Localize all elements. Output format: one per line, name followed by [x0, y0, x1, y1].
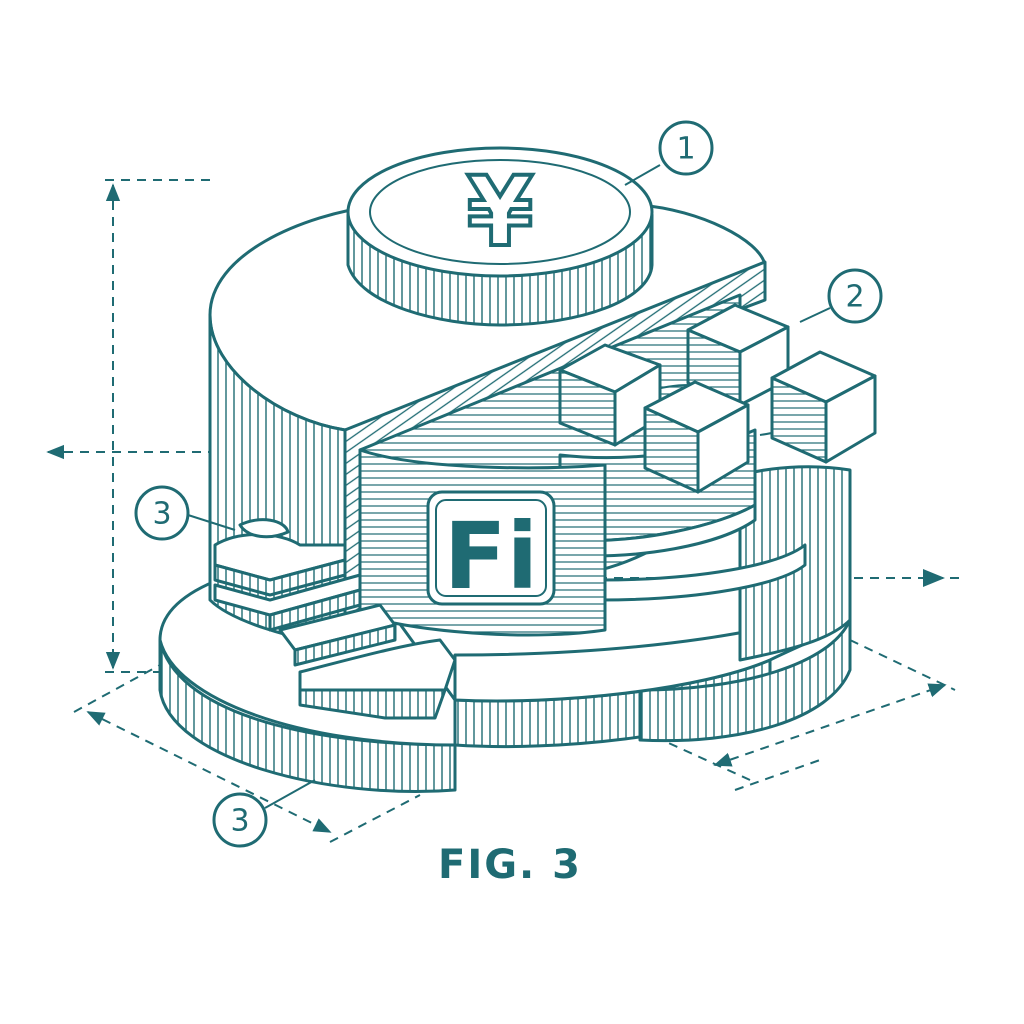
base-disc-left-side: [158, 638, 457, 794]
tray-knob: [238, 518, 290, 539]
fi-logo-text: Fi: [444, 503, 538, 610]
drawer-front: [298, 688, 447, 720]
callout-3b-label: 3: [230, 804, 249, 839]
callouts: 1 2 3 3: [134, 120, 883, 848]
bottom-left-extension: [73, 664, 161, 713]
core-module: Fi: [358, 448, 607, 637]
bottom-right-extension: [849, 639, 956, 691]
callout-2-label: 2: [845, 280, 864, 315]
fi-logo-inner-frame: [435, 499, 547, 597]
coin-face-ring: [369, 159, 631, 265]
cube-module-c: [643, 380, 750, 494]
callout-3b-circle: [212, 792, 268, 848]
callout-1-label: 1: [676, 132, 695, 167]
callout-3a-circle: [134, 485, 190, 541]
callout-3a-leader: [187, 514, 236, 531]
figure-caption: FIG. 3: [438, 842, 582, 888]
right-axis-arrowhead: [923, 569, 945, 587]
cube-module-d: [770, 350, 877, 464]
cube-module-a: [558, 343, 662, 447]
fi-logo-frame: [426, 490, 556, 606]
callout-1-leader: [624, 164, 661, 186]
upper-inner-shelf-lip: [558, 503, 757, 558]
lower-inner-shelf-lip: [598, 543, 807, 602]
yen-symbol: ¥: [467, 156, 534, 268]
bottom-left-extension-end: [329, 794, 421, 843]
callout-3a-label: 3: [152, 497, 171, 532]
bottom-right-extension-end: [734, 759, 821, 791]
tray-middle-edge: [268, 588, 362, 632]
callout-2-circle: [827, 268, 883, 324]
base-disc-right-side: [638, 618, 852, 743]
stacked-trays: [213, 518, 457, 720]
tray-top-edge: [213, 558, 347, 597]
callout-2-leader: [799, 307, 831, 323]
tray-lower-edge: [293, 623, 397, 667]
callout-3b-leader: [264, 779, 316, 809]
callout-1-circle: [658, 120, 714, 176]
cube-modules: [558, 303, 877, 494]
yen-coin: ¥: [346, 146, 654, 327]
coin-face: [346, 146, 654, 278]
bottom-right-width-dimension: [713, 683, 947, 767]
bottom-left-width-dimension: [86, 711, 332, 833]
drawer-top: [298, 638, 457, 692]
